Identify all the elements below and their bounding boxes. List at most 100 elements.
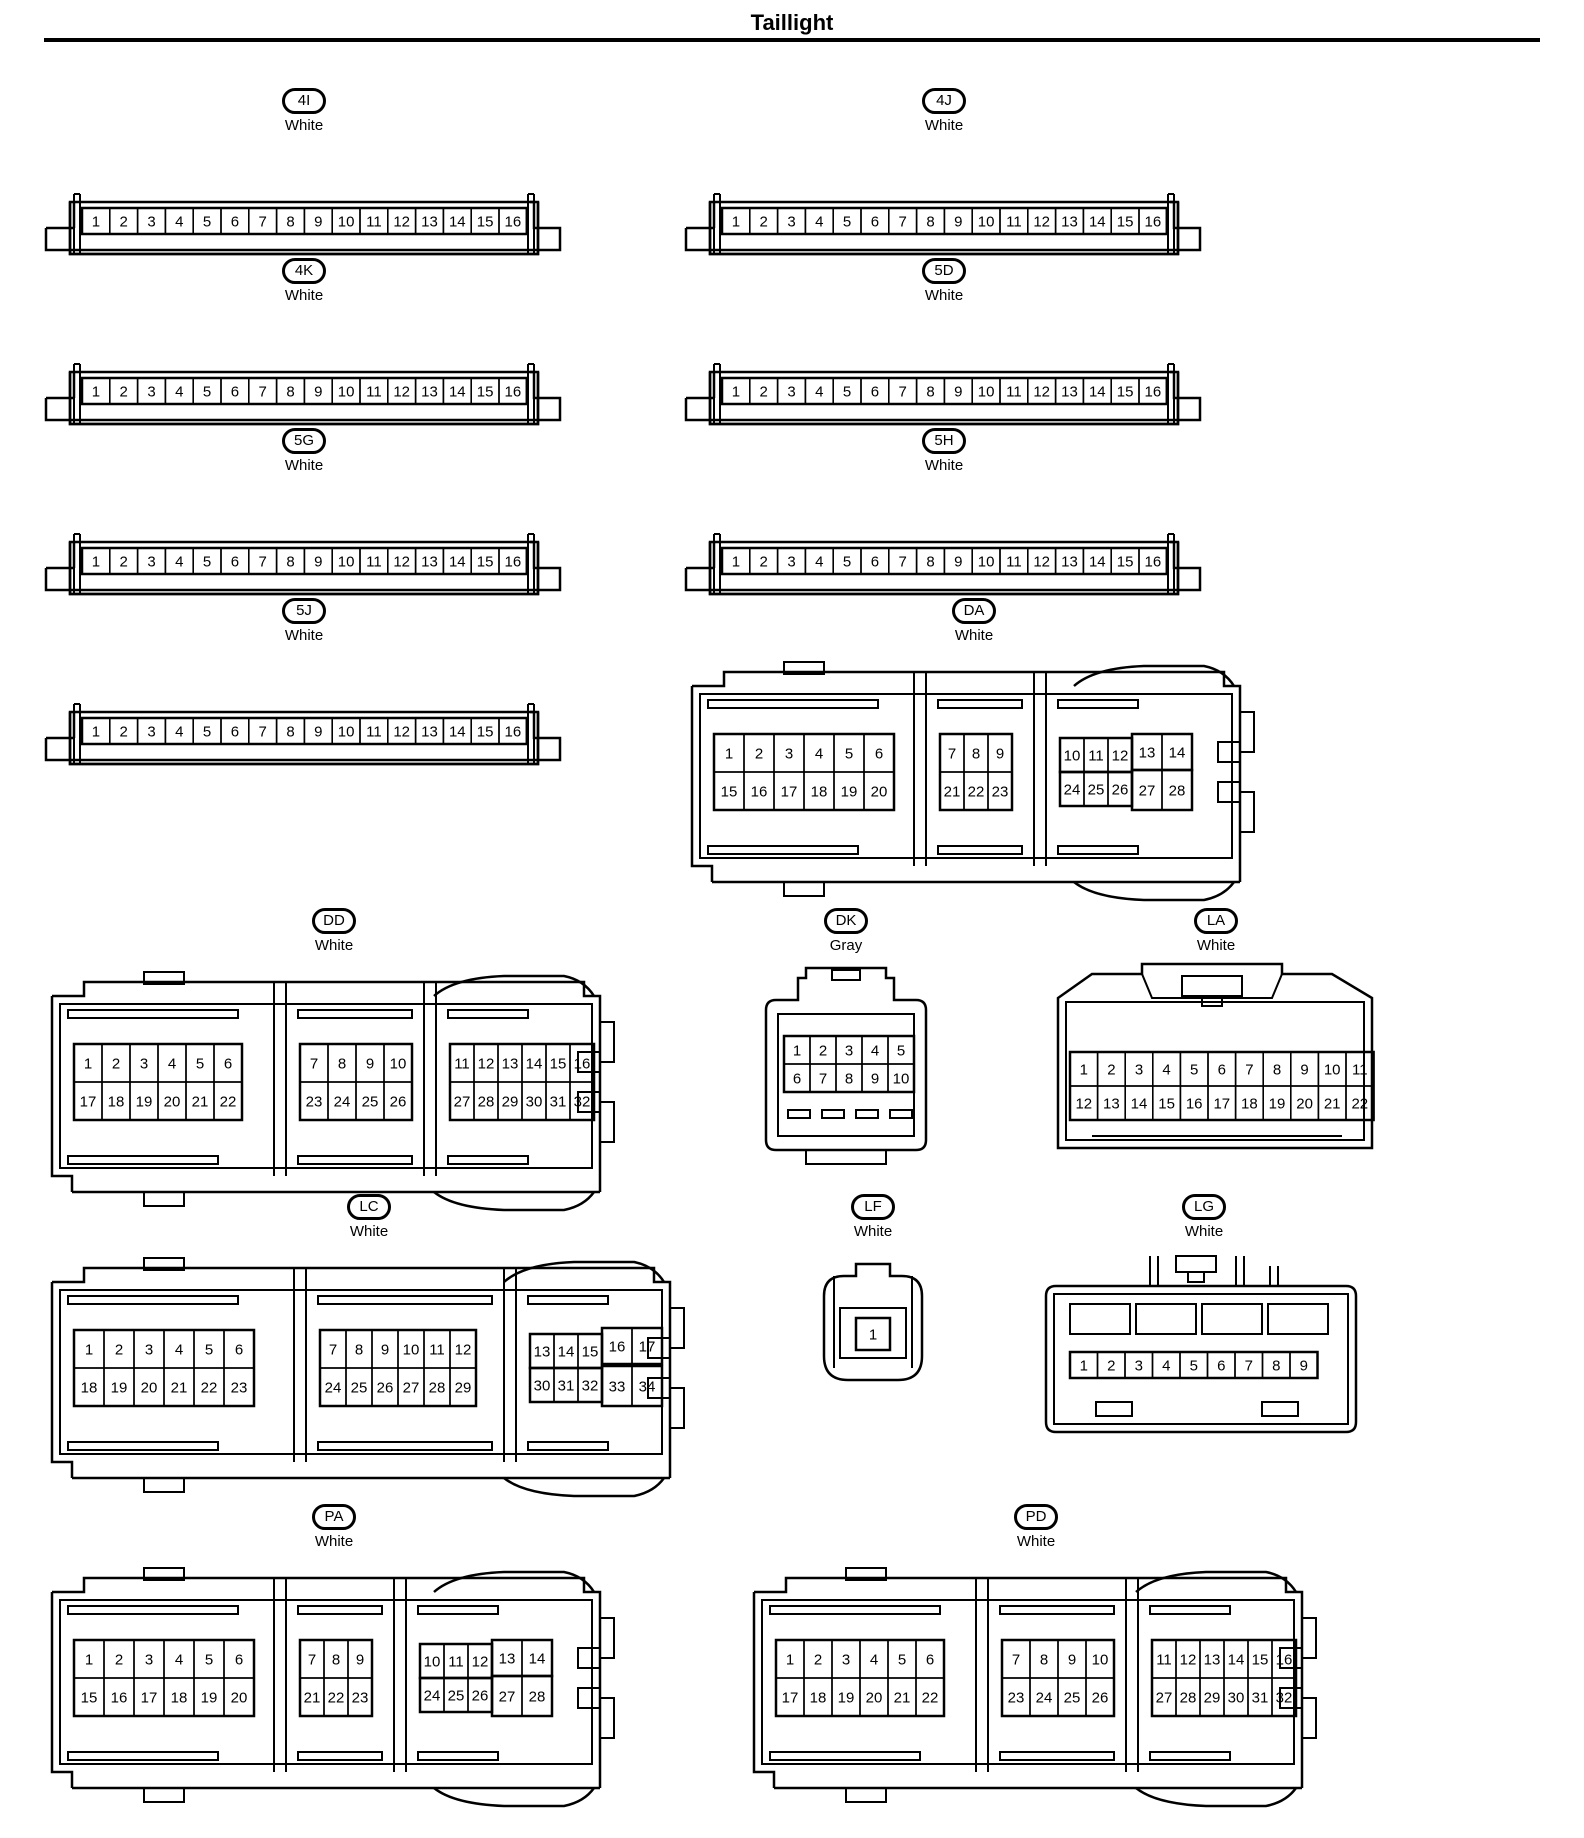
latch-tab xyxy=(1187,1271,1205,1283)
pin-number: 3 xyxy=(147,213,155,230)
pin-number: 5 xyxy=(897,1042,905,1059)
pin-number: 3 xyxy=(787,213,795,230)
pin-number: 15 xyxy=(81,1689,98,1706)
pin-number: 27 xyxy=(499,1688,516,1705)
pin-number: 21 xyxy=(894,1689,911,1706)
pin-number: 1 xyxy=(732,553,740,570)
pin-number: 13 xyxy=(421,723,438,740)
pin-number: 6 xyxy=(235,1341,243,1358)
pin-number: 9 xyxy=(1300,1061,1308,1078)
title-rule xyxy=(44,38,1540,42)
latch-bar xyxy=(527,1441,609,1451)
housing-outline xyxy=(433,974,596,997)
pin-number: 28 xyxy=(1180,1689,1197,1706)
pin-number: 2 xyxy=(819,1042,827,1059)
latch-bar xyxy=(999,1751,1115,1761)
pin-number: 6 xyxy=(231,213,239,230)
pin-number: 1 xyxy=(92,213,100,230)
pin-number: 1 xyxy=(786,1651,794,1668)
housing-outline xyxy=(503,1268,517,1462)
pin-number: 23 xyxy=(231,1379,248,1396)
pin-number: 22 xyxy=(922,1689,939,1706)
pin-number: 4 xyxy=(175,213,183,230)
pin-number: 5 xyxy=(1190,1061,1198,1078)
housing-outline xyxy=(1073,664,1236,687)
pin-number: 15 xyxy=(550,1055,567,1072)
pin-number: 14 xyxy=(526,1055,543,1072)
connector-id: DK xyxy=(824,908,868,934)
pin-number: 14 xyxy=(1228,1651,1245,1668)
pin-number: 5 xyxy=(898,1651,906,1668)
pin-number: 3 xyxy=(147,383,155,400)
pin-number: 2 xyxy=(755,745,763,762)
pin-number: 14 xyxy=(449,383,466,400)
pin-number: 10 xyxy=(1092,1651,1109,1668)
housing-outline xyxy=(1279,1647,1303,1669)
latch-bar xyxy=(999,1605,1115,1615)
latch-bar xyxy=(937,699,1023,709)
pin-number: 7 xyxy=(899,383,907,400)
pin-number: 6 xyxy=(231,383,239,400)
pin-number: 15 xyxy=(1158,1095,1175,1112)
connector-color: White xyxy=(1196,937,1236,954)
pin-cell xyxy=(498,377,528,405)
pin-number: 6 xyxy=(871,213,879,230)
pin-number: 28 xyxy=(478,1093,495,1110)
pin-number: 16 xyxy=(505,723,522,740)
pin-number: 2 xyxy=(120,383,128,400)
pin-number: 9 xyxy=(954,213,962,230)
pin-number: 13 xyxy=(1103,1095,1120,1112)
latch-bar xyxy=(417,1751,499,1761)
pin-number: 6 xyxy=(871,383,879,400)
latch-tab xyxy=(1175,1255,1217,1273)
pin-number: 4 xyxy=(815,553,823,570)
pin-number: 18 xyxy=(811,783,828,800)
pin-number: 5 xyxy=(1190,1357,1198,1374)
pin-number: 2 xyxy=(112,1055,120,1072)
connector-color: White xyxy=(284,117,324,134)
housing-outline xyxy=(503,1260,666,1283)
pin-number: 19 xyxy=(111,1379,128,1396)
connector-id: 5H xyxy=(922,428,966,454)
pin-number: 22 xyxy=(1351,1095,1368,1112)
housing-outline xyxy=(433,1570,596,1593)
pin-number: 1 xyxy=(84,1055,92,1072)
pin-number: 7 xyxy=(259,383,267,400)
pin-number: 12 xyxy=(393,553,410,570)
pin-number: 6 xyxy=(224,1055,232,1072)
pin-number: 13 xyxy=(1061,383,1078,400)
pin-number: 9 xyxy=(356,1651,364,1668)
latch-bar xyxy=(67,1009,239,1019)
pin-cell xyxy=(223,1367,255,1407)
pin-number: 17 xyxy=(80,1093,97,1110)
pin-number: 24 xyxy=(334,1093,351,1110)
housing-outline xyxy=(503,1477,666,1498)
pin-number: 7 xyxy=(329,1341,337,1358)
pin-number: 4 xyxy=(870,1651,878,1668)
pin-number: 30 xyxy=(534,1377,551,1394)
pin-number: 10 xyxy=(338,213,355,230)
pin-number: 18 xyxy=(171,1689,188,1706)
pin-number: 3 xyxy=(787,553,795,570)
pin-number: 9 xyxy=(1068,1651,1076,1668)
pin-number: 6 xyxy=(231,723,239,740)
connector-body xyxy=(68,710,540,766)
pin-number: 5 xyxy=(845,745,853,762)
pin-number: 16 xyxy=(505,553,522,570)
pin-number: 26 xyxy=(377,1379,394,1396)
latch-tab xyxy=(143,1567,185,1581)
housing-outline xyxy=(975,1578,989,1772)
housing-outline xyxy=(805,1150,887,1165)
housing-outline xyxy=(293,1268,307,1462)
pin-number: 6 xyxy=(1218,1061,1226,1078)
latch-bar xyxy=(1069,1303,1131,1335)
pin-number: 12 xyxy=(1180,1651,1197,1668)
pin-number: 13 xyxy=(421,383,438,400)
connector-id: PD xyxy=(1014,1504,1058,1530)
pin-number: 5 xyxy=(843,383,851,400)
